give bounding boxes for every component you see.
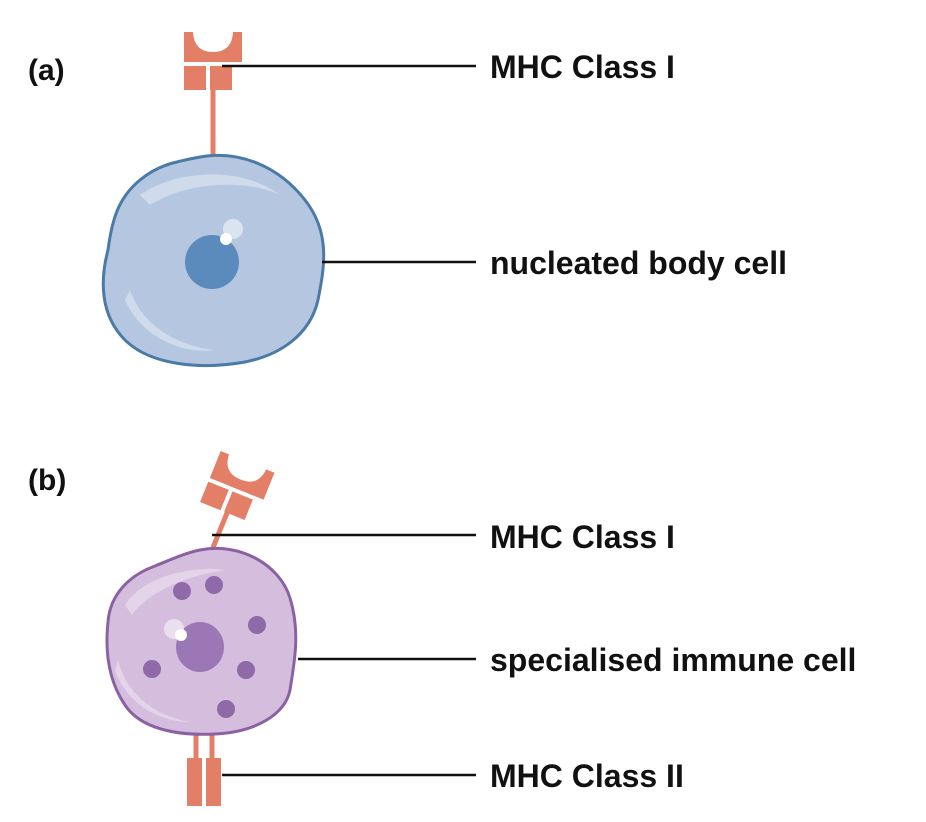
immune-cell-nucleolus	[175, 629, 187, 641]
granule	[248, 616, 266, 634]
immune-cell-highlight-lower	[115, 660, 190, 722]
callout-nucleated-body-cell: nucleated body cell	[490, 245, 787, 281]
mhc-class-ii-receptor	[187, 730, 221, 806]
granule	[205, 576, 223, 594]
body-cell-highlight-lower	[125, 290, 215, 351]
callout-mhc-class-i-b: MHC Class I	[490, 519, 675, 555]
nucleated-body-cell	[101, 153, 326, 367]
callout-mhc-class-ii: MHC Class II	[490, 758, 684, 794]
granule	[143, 660, 161, 678]
body-cell-nucleolus	[220, 233, 232, 245]
granule	[237, 661, 255, 679]
panel-a-label: (a)	[28, 54, 65, 87]
specialised-immune-cell	[105, 546, 298, 736]
body-cell-highlight	[140, 174, 280, 205]
panel-a: (a) MHC Class I nucleated body cell	[28, 32, 787, 367]
granule	[217, 700, 235, 718]
granule	[173, 582, 191, 600]
immune-cell-granules	[143, 576, 266, 718]
mhc-class-i-receptor-a	[184, 32, 242, 161]
immune-cell-nucleus	[176, 622, 224, 672]
panel-b: (b)	[28, 451, 856, 806]
body-cell-nucleus	[185, 235, 239, 289]
callout-specialised-immune-cell: specialised immune cell	[490, 642, 856, 678]
panel-b-label: (b)	[28, 464, 66, 497]
immune-cell-highlight	[125, 569, 225, 615]
callout-mhc-class-i-a: MHC Class I	[490, 49, 675, 85]
mhc-class-i-receptor-b	[200, 451, 275, 556]
